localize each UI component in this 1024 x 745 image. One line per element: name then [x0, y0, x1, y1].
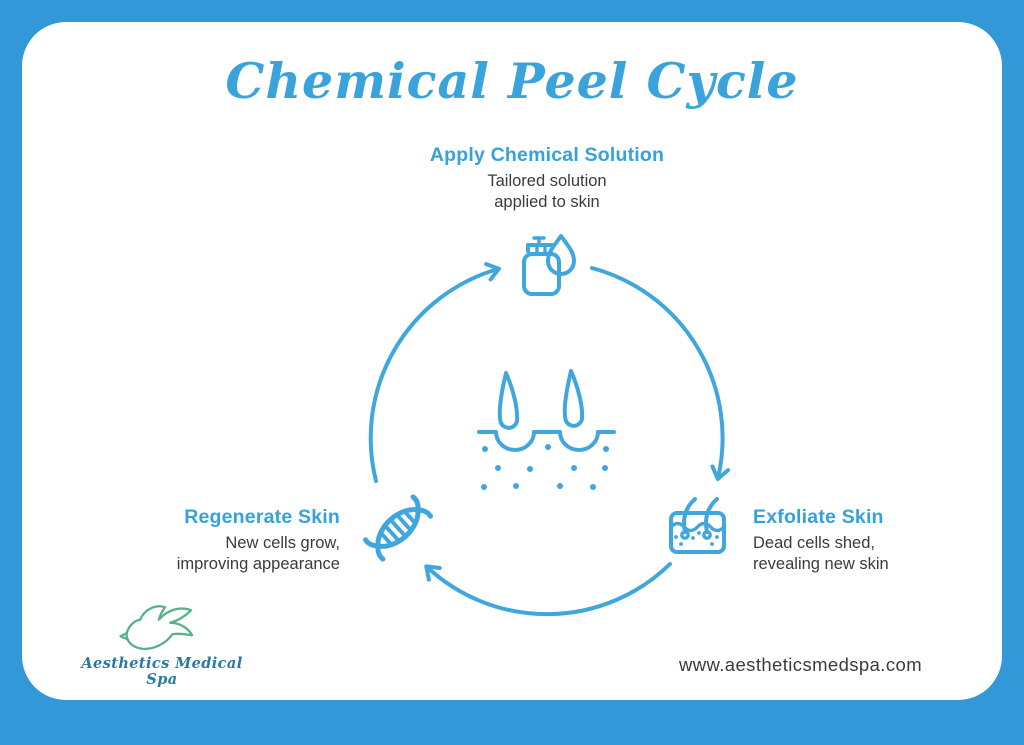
arrow-exfoliate-to-regenerate [424, 562, 672, 617]
brand-suffix: Spa [146, 671, 178, 688]
stage-regenerate-title: Regenerate Skin [184, 506, 340, 528]
stage-exfoliate-title: Exfoliate Skin [753, 506, 884, 528]
lotion-pump-droplet-icon [522, 234, 576, 296]
website-text: www.aestheticsmedspa.com [679, 654, 922, 675]
stage-regenerate: Regenerate Skin New cells grow,improving… [62, 506, 340, 575]
arrow-apply-to-exfoliate [590, 266, 731, 481]
stage-exfoliate-description: Dead cells shed,revealing new skin [753, 534, 889, 573]
stage-exfoliate: Exfoliate Skin Dead cells shed,revealing… [753, 506, 1024, 575]
dove-icon [119, 605, 194, 650]
cycle-diagram [363, 234, 731, 617]
brand-logo: Aesthetics Medical Spa [77, 602, 247, 688]
page-title: Chemical Peel Cycle [225, 52, 799, 110]
dna-helix-icon [363, 494, 433, 562]
skin-layer-icon [669, 497, 726, 554]
arrow-regenerate-to-apply [368, 262, 501, 483]
stage-regenerate-description: New cells grow,improving appearance [176, 534, 340, 573]
stage-apply: Apply Chemical Solution Tailored solutio… [334, 144, 760, 213]
stage-apply-title: Apply Chemical Solution [429, 144, 665, 166]
cycle-arrows [368, 262, 731, 617]
brand-name: Aesthetics Medical [81, 655, 243, 672]
poster-card: Chemical Peel Cycle [22, 22, 1002, 700]
skin-follicles-illustration [477, 369, 616, 490]
